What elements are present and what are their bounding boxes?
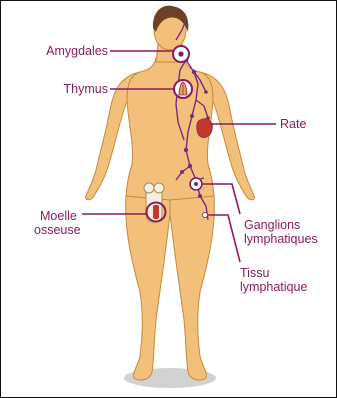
- label-ganglions: Ganglions lymphatiques: [244, 218, 318, 246]
- lymphatic-tissue-dot: [202, 212, 207, 217]
- label-moelle-line1: Moelle: [34, 209, 81, 223]
- label-moelle-line2: osseuse: [34, 223, 81, 237]
- label-tissu-line1: Tissu: [240, 266, 307, 280]
- label-rate: Rate: [280, 117, 306, 131]
- label-ganglions-line1: Ganglions: [244, 218, 318, 232]
- label-amygdales: Amygdales: [32, 44, 108, 58]
- label-ganglions-line2: lymphatiques: [244, 232, 318, 246]
- label-thymus: Thymus: [40, 82, 108, 96]
- thymus-icon: [174, 80, 192, 98]
- body-silhouette: [86, 10, 255, 380]
- tonsils-icon: [173, 46, 189, 62]
- label-tissu-lymphatique: Tissu lymphatique: [240, 266, 307, 294]
- label-moelle-osseuse: Moelle osseuse: [34, 209, 81, 237]
- lymph-node-icon: [190, 178, 202, 190]
- bone-marrow-icon: [144, 183, 166, 222]
- spleen-icon: [197, 119, 213, 138]
- label-tissu-line2: lymphatique: [240, 280, 307, 294]
